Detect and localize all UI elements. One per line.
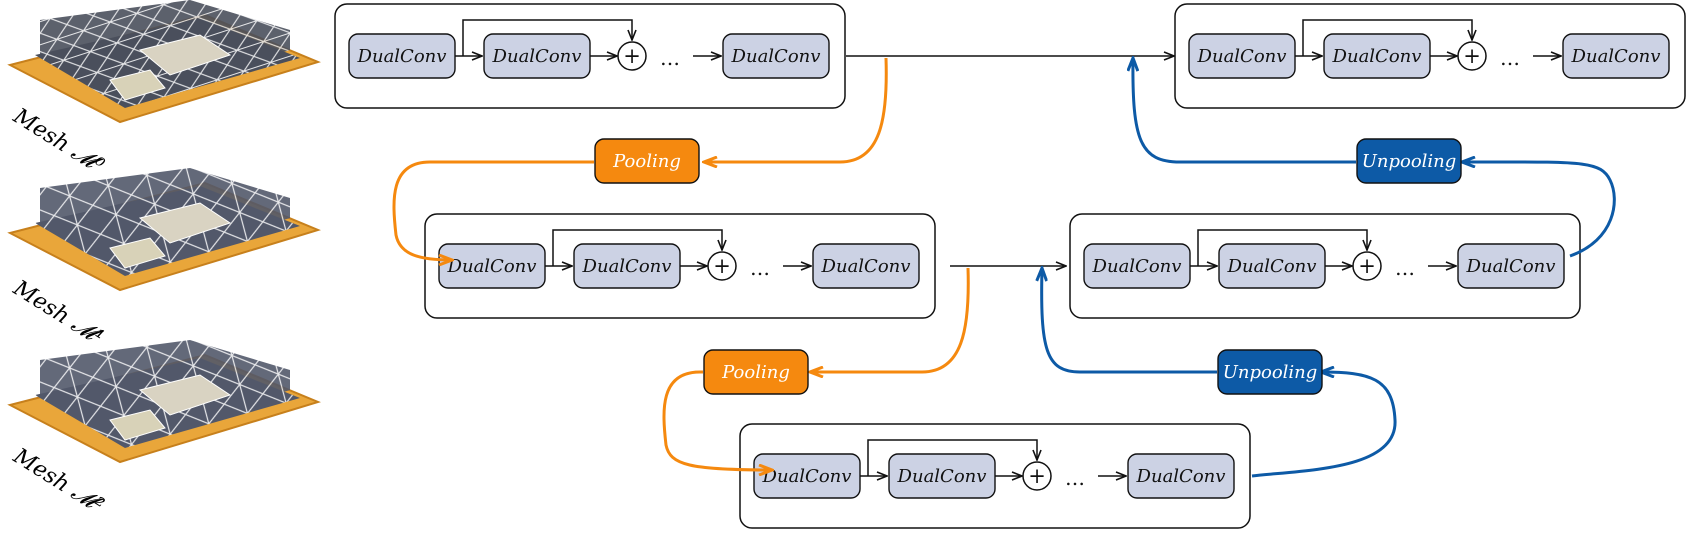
dualconv-label: DualConv (1571, 46, 1661, 67)
pooling-arrow-0a (704, 57, 888, 162)
decoder-level-1: DualConv DualConv DualConv + … (1069, 213, 1581, 319)
mesh-m0-image (7, 0, 321, 124)
unpooling-arrow-1b (1042, 268, 1217, 374)
unpooling-arrow-1a (1251, 372, 1397, 478)
mesh-label-m0: Mesh 𝓜⁰ (8, 103, 108, 179)
unpooling-arrow-0a (1462, 162, 1616, 258)
dualconv-label: DualConv (357, 46, 447, 67)
sum-node (1022, 461, 1052, 491)
ellipsis: … (1500, 46, 1520, 70)
ellipsis: … (1065, 466, 1085, 490)
dualconv-label: DualConv (897, 466, 987, 487)
ellipsis: … (1395, 256, 1415, 280)
mesh-m2-image (7, 340, 321, 464)
pooling-arrow-0b (392, 160, 594, 260)
dualconv-block (1457, 243, 1565, 289)
sum-symbol: + (623, 44, 641, 68)
unpooling-label-0: Unpooling (1362, 151, 1457, 172)
sum-symbol: + (1358, 254, 1376, 278)
sum-symbol: + (713, 254, 731, 278)
dualconv-block (812, 243, 920, 289)
ellipsis: … (750, 256, 770, 280)
dualconv-label: DualConv (492, 46, 582, 67)
sum-symbol: + (1463, 44, 1481, 68)
unpooling-label-1: Unpooling (1223, 362, 1318, 383)
encoder-level-2: DualConv DualConv DualConv + … (739, 423, 1251, 529)
mesh-label-m1: Mesh 𝓜¹ (8, 275, 108, 351)
unpooling-arrow-0b (1133, 58, 1356, 164)
residual-arrow (1302, 19, 1472, 56)
unpooling-box-0: Unpooling (1356, 138, 1462, 184)
dualconv-block (1127, 453, 1235, 499)
pooling-box-0: Pooling (594, 138, 700, 184)
encoder-level-1: DualConv DualConv DualConv + … (424, 213, 936, 319)
dualconv-label: DualConv (1332, 46, 1422, 67)
residual-arrow (462, 19, 632, 56)
pooling-label-0: Pooling (612, 151, 681, 172)
dualconv-label: DualConv (821, 256, 911, 277)
dualconv-label: DualConv (1466, 256, 1556, 277)
unpooling-box-1: Unpooling (1217, 349, 1323, 395)
pooling-arrow-1a (810, 267, 970, 372)
dualconv-label: DualConv (762, 466, 852, 487)
residual-arrow (867, 439, 1037, 476)
sum-node (1457, 41, 1487, 71)
sum-symbol: + (1028, 464, 1046, 488)
dualconv-label: DualConv (582, 256, 672, 277)
encoder-level-0: DualConv DualConv DualConv + … (334, 3, 846, 109)
dualconv-label: DualConv (447, 256, 537, 277)
dualconv-label: DualConv (1227, 256, 1317, 277)
dualconv-label: DualConv (1197, 46, 1287, 67)
sum-node (707, 251, 737, 281)
residual-arrow (552, 229, 722, 266)
pooling-box-1: Pooling (703, 349, 809, 395)
pooling-label-1: Pooling (721, 362, 790, 383)
dualconv-label: DualConv (1092, 256, 1182, 277)
mesh-m1-image (7, 168, 321, 292)
residual-arrow (1197, 229, 1367, 266)
dualconv-label: DualConv (1136, 466, 1226, 487)
sum-node (617, 41, 647, 71)
dualconv-block (1562, 33, 1670, 79)
ellipsis: … (660, 46, 680, 70)
dualconv-block (722, 33, 830, 79)
decoder-level-0: DualConv DualConv DualConv + … (1174, 3, 1686, 109)
dualconv-label: DualConv (731, 46, 821, 67)
mesh-label-m2: Mesh 𝓜² (8, 443, 108, 519)
sum-node (1352, 251, 1382, 281)
pooling-arrow-1b (662, 370, 772, 470)
